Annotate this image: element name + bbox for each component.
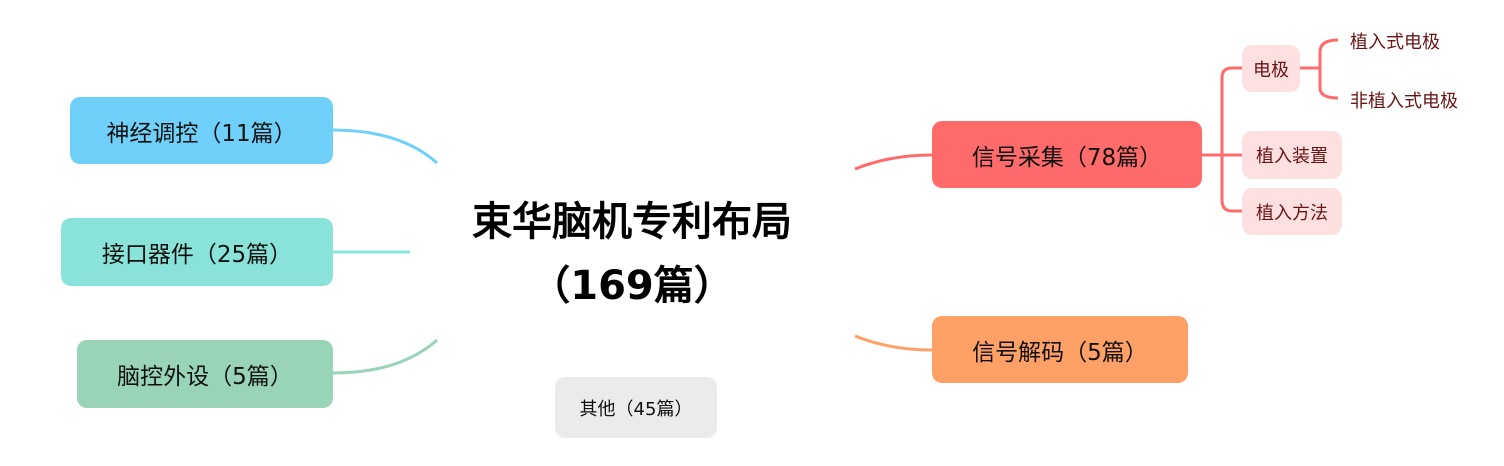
subtopic-electrode[interactable]: 电极 — [1242, 45, 1300, 92]
subtopic-implant-method[interactable]: 植入方法 — [1242, 188, 1342, 235]
leaf-implantable-electrode[interactable]: 植入式电极 — [1350, 28, 1440, 54]
branch-signal-acquisition[interactable]: 信号采集（78篇） — [932, 121, 1202, 188]
central-title: 束华脑机专利布局 — [430, 190, 834, 254]
central-topic[interactable]: 束华脑机专利布局 （169篇） — [430, 190, 834, 318]
central-count: （169篇） — [430, 254, 834, 318]
branch-signal-decoding[interactable]: 信号解码（5篇） — [932, 316, 1188, 383]
branch-interface-devices[interactable]: 接口器件（25篇） — [61, 218, 333, 286]
branch-other[interactable]: 其他（45篇） — [555, 377, 717, 438]
leaf-non-implantable-electrode[interactable]: 非植入式电极 — [1350, 87, 1458, 113]
subtopic-implant-device[interactable]: 植入装置 — [1242, 131, 1342, 179]
branch-brain-control-peripherals[interactable]: 脑控外设（5篇） — [77, 340, 333, 408]
branch-neuromodulation[interactable]: 神经调控（11篇） — [70, 97, 333, 164]
